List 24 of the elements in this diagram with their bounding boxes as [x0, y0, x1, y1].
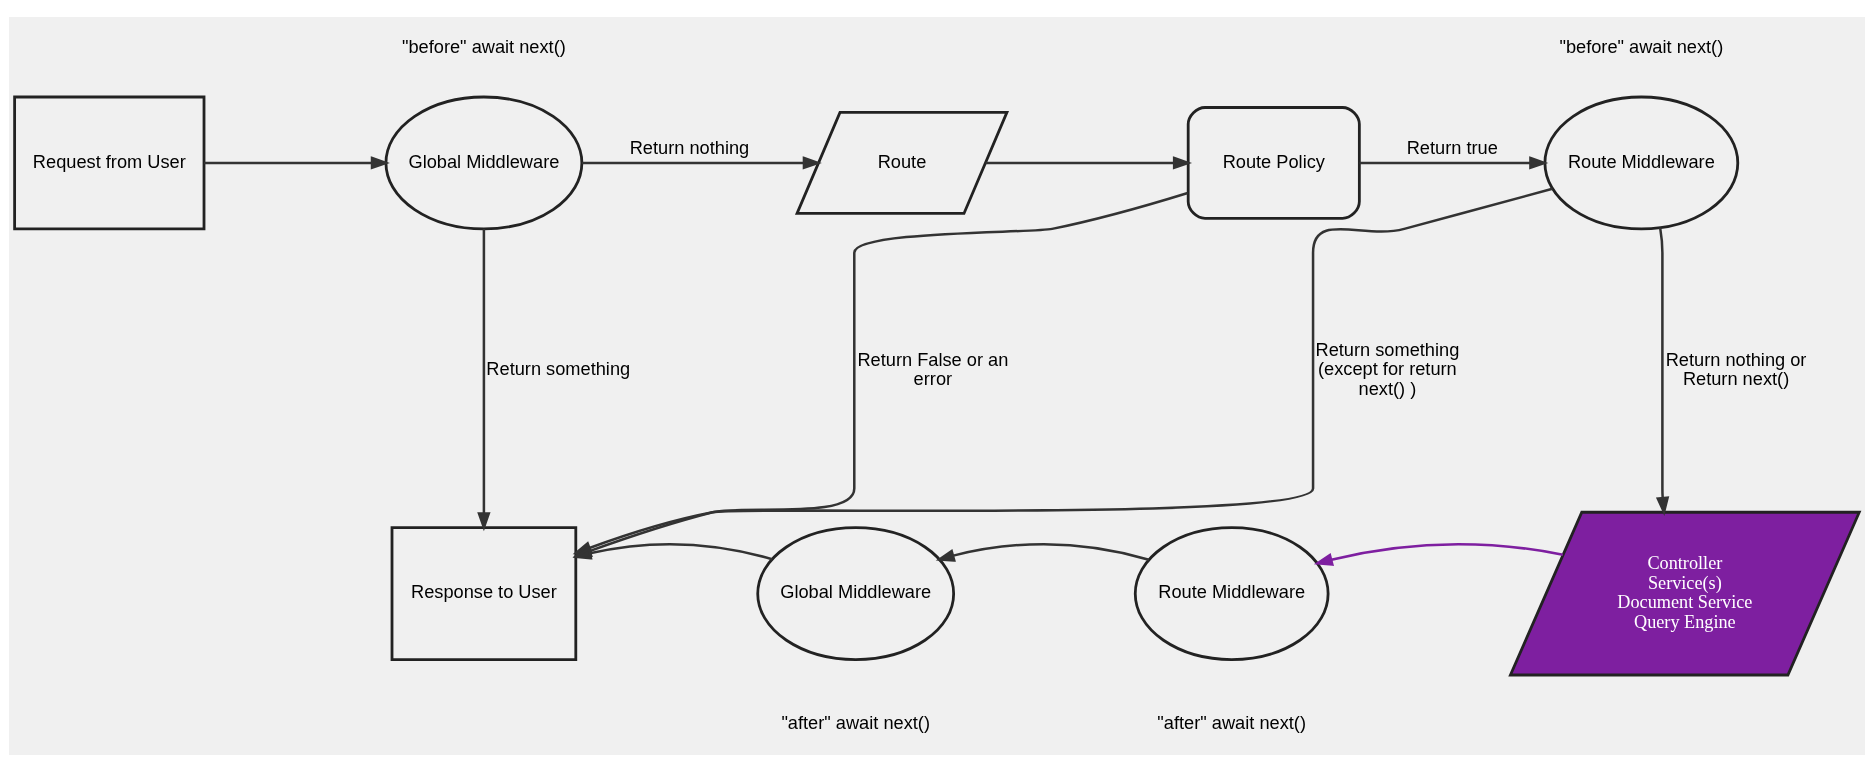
arrow: [203, 156, 390, 170]
edge-label: Return nothing or Return next(): [1665, 348, 1806, 390]
node-ellipse: Global Middleware: [384, 95, 583, 231]
node-ellipse: Route Middleware: [1133, 526, 1329, 661]
node-ellipse: Route Middleware: [1543, 95, 1739, 231]
edge-label: Return something: [485, 358, 630, 380]
node-box: Response to User: [390, 526, 577, 661]
node-box: Route Policy: [1186, 106, 1361, 220]
edge-label: Return something (except for return next() ): [1315, 338, 1459, 399]
arrow: [476, 229, 491, 532]
node-label: "before" await next(): [401, 35, 566, 57]
arrow: [1359, 156, 1548, 170]
node-label: "after" await next(): [780, 711, 930, 733]
arrow: [1655, 227, 1669, 516]
arrow: [1313, 543, 1563, 566]
edge-label: Return nothing: [629, 136, 749, 158]
edge-label: Return true: [1406, 136, 1498, 158]
node-label: "after" await next(): [1156, 711, 1306, 733]
arrow: [581, 156, 822, 170]
node-label: "before" await next(): [1558, 35, 1723, 57]
arrow: [985, 156, 1192, 170]
edge-label: Return False or an error: [856, 348, 1008, 390]
node-box: Request from User: [12, 95, 205, 231]
arrow: [935, 543, 1149, 562]
